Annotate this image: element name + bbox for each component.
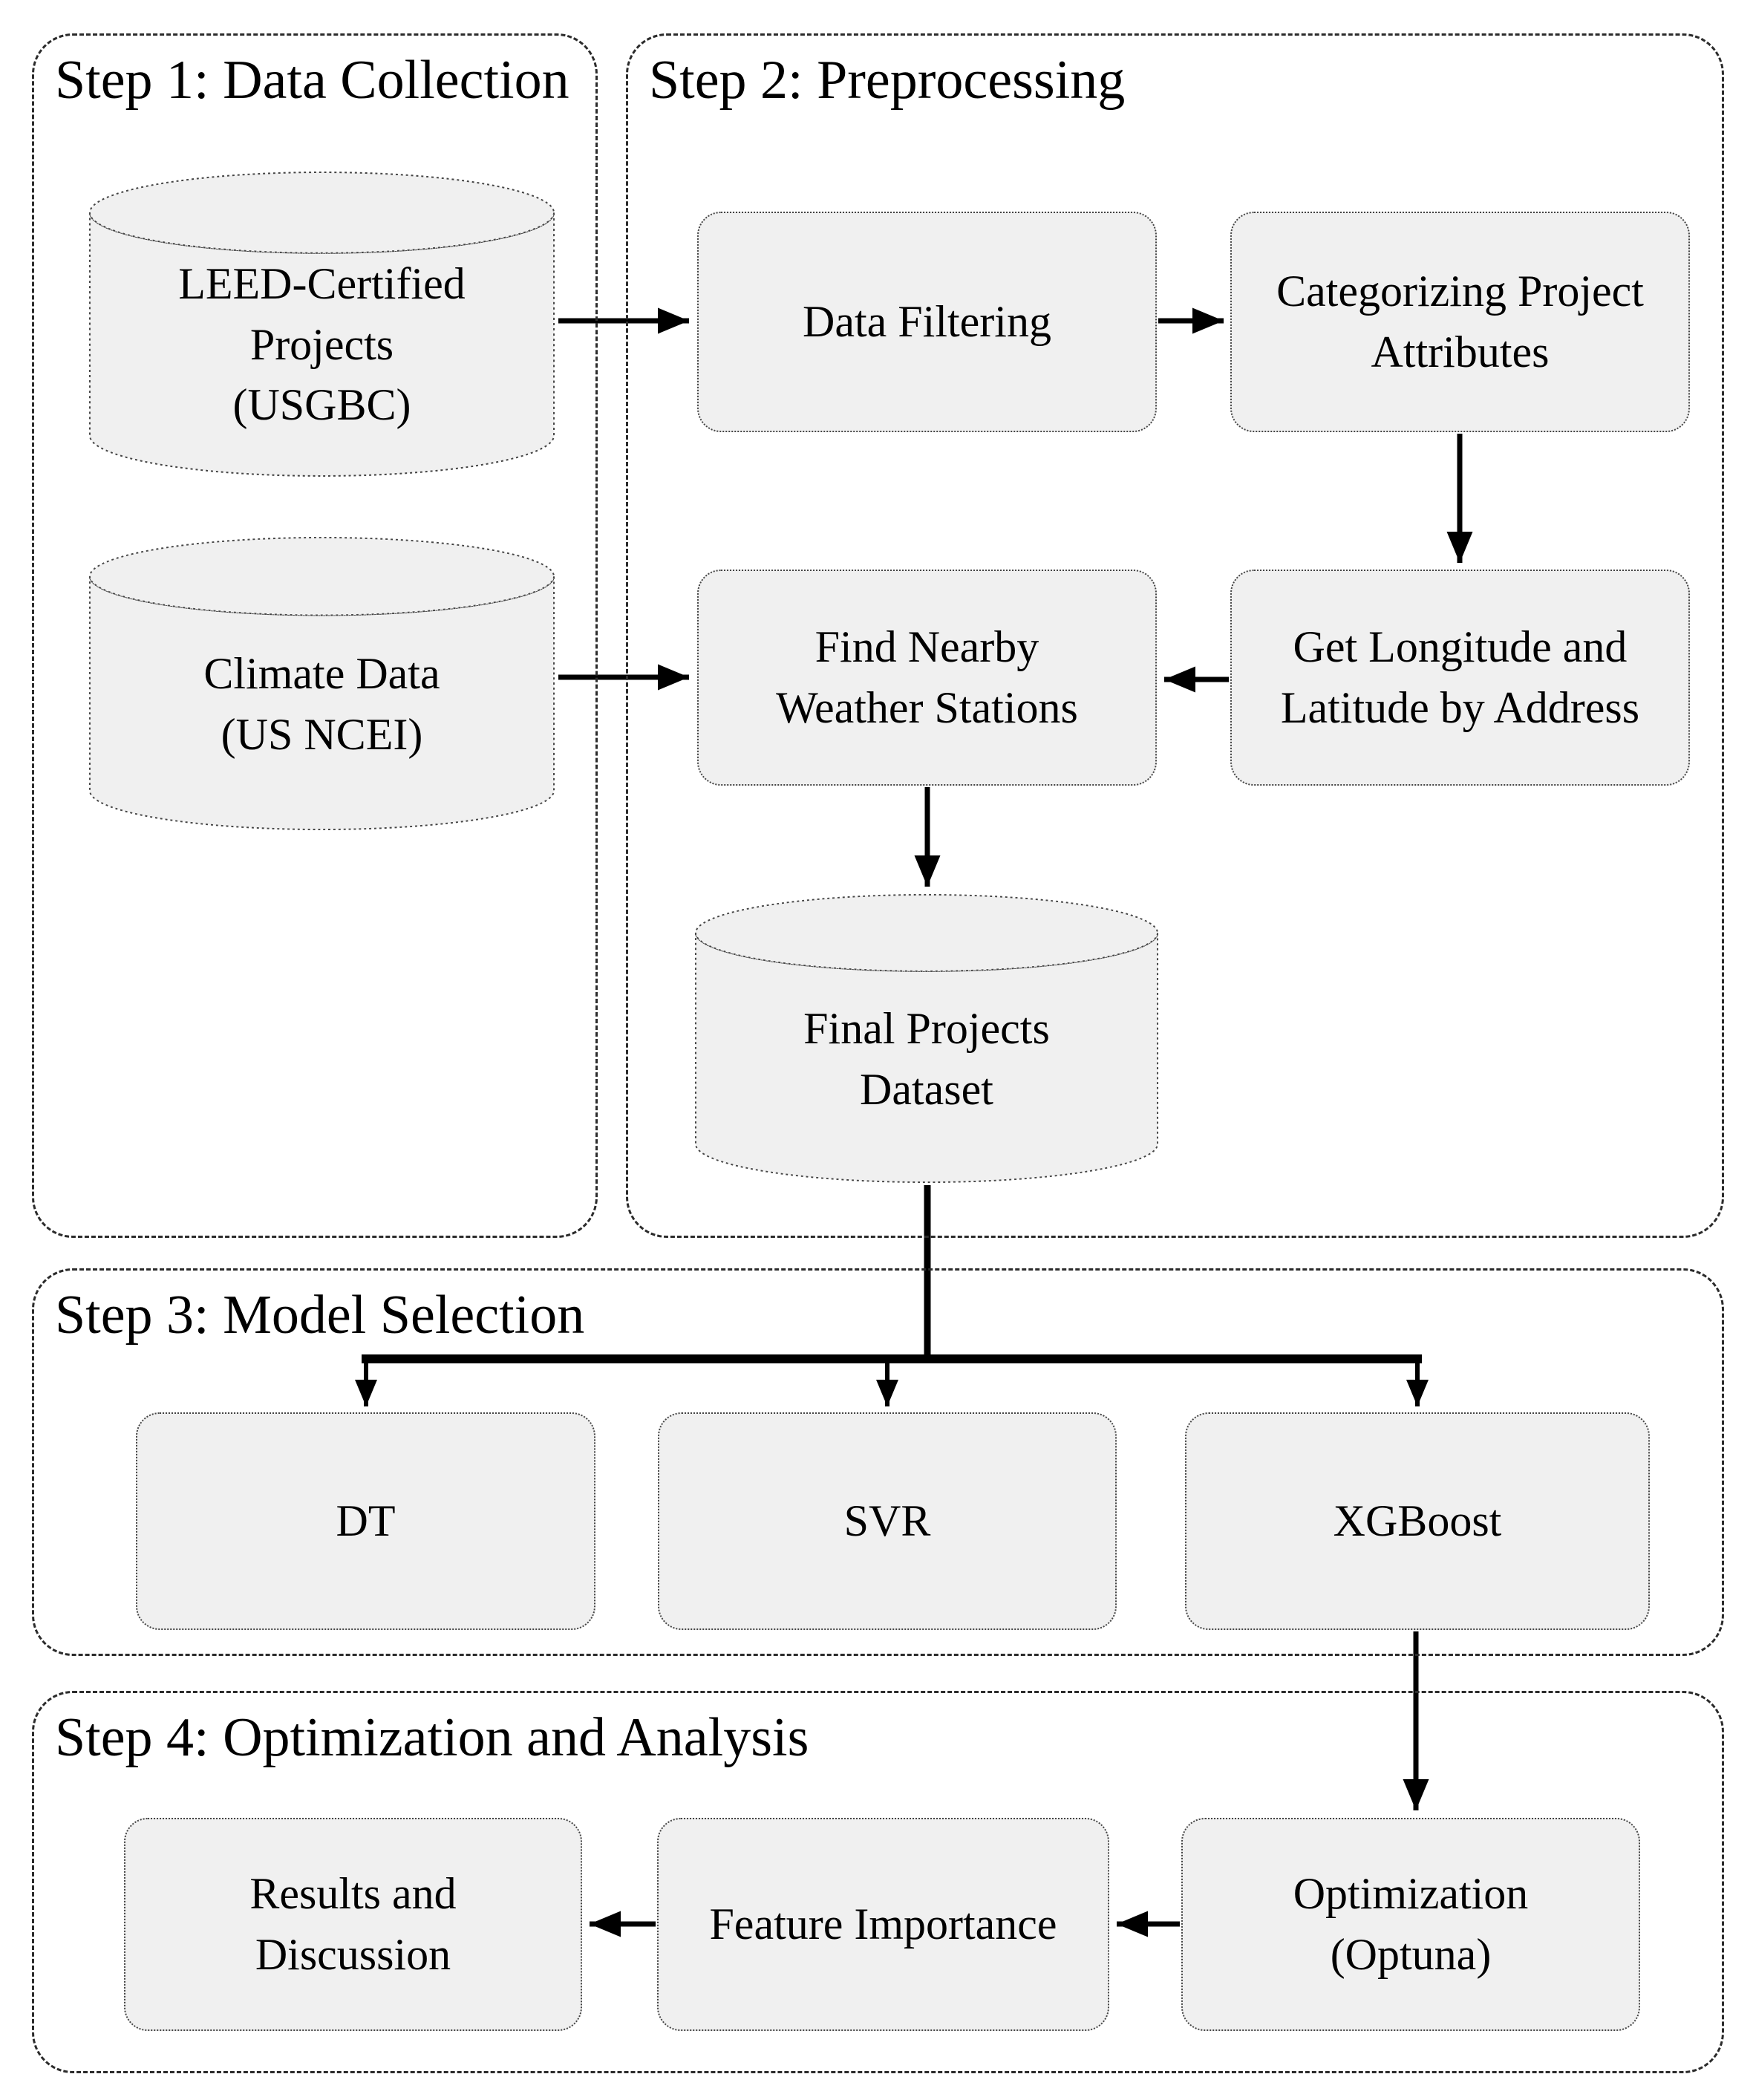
- node-climate-data-label-wrap: Climate Data (US NCEI): [88, 578, 555, 831]
- node-categorizing-attributes-label: Categorizing Project Attributes: [1276, 266, 1644, 376]
- node-final-dataset-label-wrap: Final Projects Dataset: [694, 935, 1159, 1184]
- cylinder-shape: [88, 172, 555, 477]
- node-leed-projects-db: LEED-Certified Projects (USGBC): [88, 171, 555, 477]
- node-find-nearby-stations-label: Find Nearby Weather Stations: [776, 622, 1078, 732]
- section-step2-title: Step 2: Preprocessing: [649, 50, 1126, 111]
- node-results-discussion: Results and Discussion: [124, 1818, 582, 2031]
- node-dt-model-label: DT: [336, 1496, 396, 1545]
- node-data-filtering: Data Filtering: [697, 212, 1157, 432]
- node-climate-data-db: Climate Data (US NCEI): [88, 536, 555, 831]
- node-dt-model: DT: [136, 1412, 595, 1630]
- node-feature-importance-label: Feature Importance: [709, 1899, 1057, 1949]
- node-svr-model: SVR: [658, 1412, 1117, 1630]
- node-optimization-optuna-label: Optimization (Optuna): [1293, 1868, 1529, 1979]
- node-feature-importance: Feature Importance: [657, 1818, 1109, 2031]
- section-step1-title: Step 1: Data Collection: [55, 50, 569, 111]
- node-xgboost-model: XGBoost: [1185, 1412, 1650, 1630]
- node-find-nearby-stations: Find Nearby Weather Stations: [697, 570, 1157, 786]
- node-get-longitude-latitude-label: Get Longitude and Latitude by Address: [1280, 622, 1640, 732]
- section-step1: Step 1: Data Collection: [32, 33, 598, 1238]
- section-step3-title: Step 3: Model Selection: [55, 1285, 585, 1346]
- node-data-filtering-label: Data Filtering: [803, 296, 1051, 346]
- node-optimization-optuna: Optimization (Optuna): [1181, 1818, 1640, 2031]
- section-step4-title: Step 4: Optimization and Analysis: [55, 1707, 809, 1768]
- node-xgboost-model-label: XGBoost: [1333, 1496, 1502, 1545]
- node-final-dataset-label: Final Projects Dataset: [803, 1003, 1050, 1114]
- node-climate-data-label: Climate Data (US NCEI): [203, 648, 440, 759]
- node-final-dataset-db: Final Projects Dataset: [694, 893, 1159, 1184]
- section-step3: Step 3: Model Selection: [32, 1268, 1724, 1656]
- section-step2: Step 2: Preprocessing: [626, 33, 1724, 1238]
- cylinder-shape: [694, 893, 1159, 1184]
- node-get-longitude-latitude: Get Longitude and Latitude by Address: [1230, 570, 1690, 786]
- section-step4: Step 4: Optimization and Analysis: [32, 1691, 1724, 2073]
- node-svr-model-label: SVR: [843, 1496, 931, 1545]
- node-leed-projects-label-wrap: LEED-Certified Projects (USGBC): [88, 212, 555, 477]
- node-results-discussion-label: Results and Discussion: [249, 1868, 457, 1979]
- node-leed-projects-label: LEED-Certified Projects (USGBC): [178, 259, 466, 430]
- node-categorizing-attributes: Categorizing Project Attributes: [1230, 212, 1690, 432]
- cylinder-shape: [88, 536, 555, 831]
